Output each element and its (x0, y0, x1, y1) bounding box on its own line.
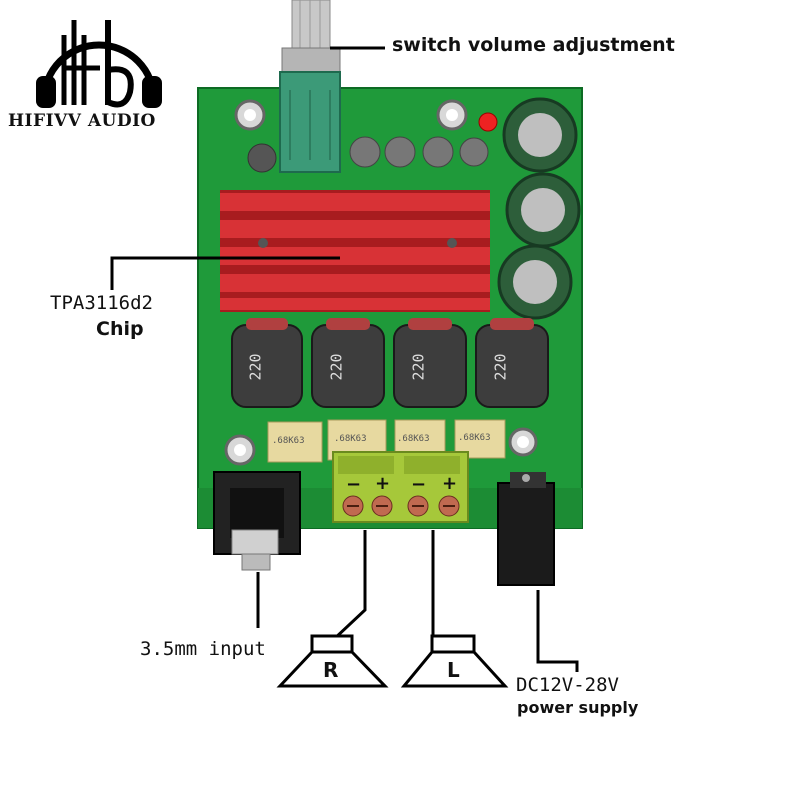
inductor-marking: 220 (327, 353, 346, 381)
capacitor-marking: .68K63 (458, 433, 491, 443)
audio-jack (213, 471, 301, 571)
terminal-plus-left: + (442, 473, 458, 494)
terminal-plus-right: + (375, 473, 391, 494)
terminal-minus-left: − (411, 474, 427, 495)
inductor-marking: 220 (246, 353, 265, 381)
volume-potentiometer (279, 0, 341, 173)
label-input: 3.5mm input (140, 638, 266, 660)
label-chip: Chip (96, 318, 144, 340)
capacitor-marking: .68K63 (397, 434, 430, 444)
electrolytic-capacitors (497, 97, 581, 320)
small-capacitors (247, 112, 498, 173)
label-power-voltage: DC12V-28V (516, 674, 619, 696)
speaker-right-icon (276, 634, 389, 688)
capacitor-marking: .68K63 (272, 436, 305, 446)
speaker-terminals (332, 451, 469, 523)
label-chip-model: TPA3116d2 (50, 292, 153, 314)
inductors (231, 318, 549, 408)
capacitor-marking: .68K63 (334, 434, 367, 444)
logo-text: HIFIVV AUDIO (8, 111, 156, 131)
inductor-marking: 220 (491, 353, 510, 381)
logo-mark-icon (36, 20, 162, 108)
heatsink (220, 190, 490, 312)
speaker-right-label: R (323, 658, 339, 682)
speaker-left-icon (400, 634, 509, 688)
dc-power-jack (497, 472, 555, 586)
label-switch-volume: switch volume adjustment (392, 34, 675, 56)
label-power-supply: power supply (517, 698, 639, 717)
terminal-minus-right: − (346, 474, 362, 495)
inductor-marking: 220 (409, 353, 428, 381)
speaker-left-label: L (447, 658, 460, 682)
